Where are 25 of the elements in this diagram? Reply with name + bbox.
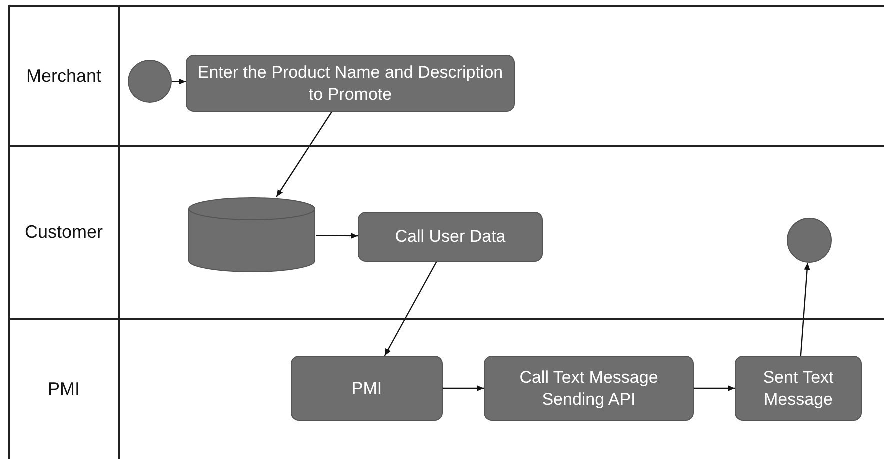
- process-text: Call User Data: [395, 226, 506, 248]
- arrow: [800, 262, 810, 356]
- process-box: [291, 356, 443, 421]
- lane-label: Merchant: [10, 7, 120, 145]
- arrow: [276, 112, 332, 198]
- process-text: Enter the Product Name and Description to Promote: [197, 62, 504, 105]
- process-text: Call Text Message Sending API: [518, 367, 660, 410]
- process-box: [735, 356, 862, 421]
- terminal-circle: [787, 218, 832, 263]
- arrow: [694, 386, 735, 392]
- process-box: [484, 356, 694, 421]
- lane-label: Customer: [10, 147, 120, 318]
- process-box: [186, 55, 515, 112]
- terminal-circle: [128, 60, 172, 103]
- process-box: [358, 212, 543, 262]
- arrow: [384, 262, 438, 356]
- swimlane: [8, 145, 884, 318]
- process-text: Sent Text Message: [762, 367, 835, 410]
- swimlane: [8, 318, 884, 459]
- swimlane: [8, 5, 884, 145]
- arrow: [172, 78, 186, 85]
- arrow: [316, 233, 358, 239]
- process-text: PMI: [352, 378, 382, 400]
- arrow: [443, 386, 484, 392]
- lane-label: PMI: [10, 320, 120, 459]
